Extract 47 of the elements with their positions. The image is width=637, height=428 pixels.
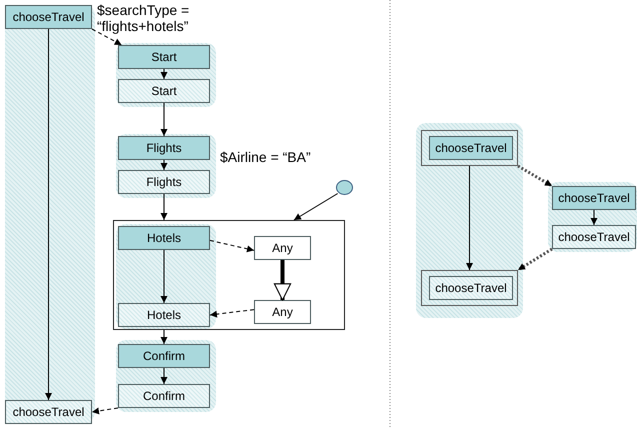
annotation-text: $Airline = “BA” bbox=[220, 149, 312, 165]
group-band bbox=[5, 5, 95, 422]
arrow bbox=[160, 68, 168, 80]
group-band bbox=[116, 43, 216, 107]
arrow bbox=[293, 193, 338, 220]
arrow bbox=[274, 260, 292, 301]
arrow bbox=[210, 309, 254, 318]
state-box: Any bbox=[254, 236, 311, 260]
container-box bbox=[421, 270, 518, 306]
arrow bbox=[160, 250, 168, 304]
arrow bbox=[160, 102, 168, 136]
arrow bbox=[517, 248, 553, 272]
state-box: Confirm bbox=[118, 384, 210, 408]
state-box: chooseTravel bbox=[5, 400, 92, 424]
state-box: Hotels bbox=[118, 303, 210, 327]
annotation-text: $searchType = “flights+hotels” bbox=[97, 2, 190, 34]
arrow bbox=[92, 407, 118, 414]
arrow bbox=[590, 210, 598, 226]
group-band bbox=[548, 182, 637, 252]
arrow bbox=[160, 194, 168, 220]
state-box: Confirm bbox=[118, 344, 210, 368]
state-box: Flights bbox=[118, 136, 210, 160]
state-box: Flights bbox=[118, 170, 210, 194]
state-box: chooseTravel bbox=[429, 276, 513, 300]
state-box: chooseTravel bbox=[5, 5, 92, 29]
arrow bbox=[92, 28, 122, 46]
group-band bbox=[116, 224, 216, 329]
arrow bbox=[160, 368, 168, 384]
arrow bbox=[210, 240, 254, 252]
state-box: Any bbox=[254, 300, 311, 324]
group-band bbox=[116, 134, 216, 198]
state-box: chooseTravel bbox=[552, 186, 636, 210]
arrow bbox=[160, 160, 168, 170]
arrow bbox=[517, 164, 553, 188]
state-box: chooseTravel bbox=[552, 225, 636, 249]
frame-box bbox=[113, 220, 345, 330]
arrow bbox=[45, 28, 52, 400]
state-box: chooseTravel bbox=[429, 136, 513, 160]
state-box: Start bbox=[118, 45, 210, 69]
group-band bbox=[116, 340, 216, 412]
state-box: Start bbox=[118, 79, 210, 103]
group-band bbox=[416, 123, 523, 318]
arrow bbox=[160, 330, 168, 344]
ellipse-marker bbox=[336, 180, 353, 195]
arrow bbox=[466, 166, 473, 270]
state-box: Hotels bbox=[118, 226, 210, 250]
container-box bbox=[421, 130, 518, 166]
